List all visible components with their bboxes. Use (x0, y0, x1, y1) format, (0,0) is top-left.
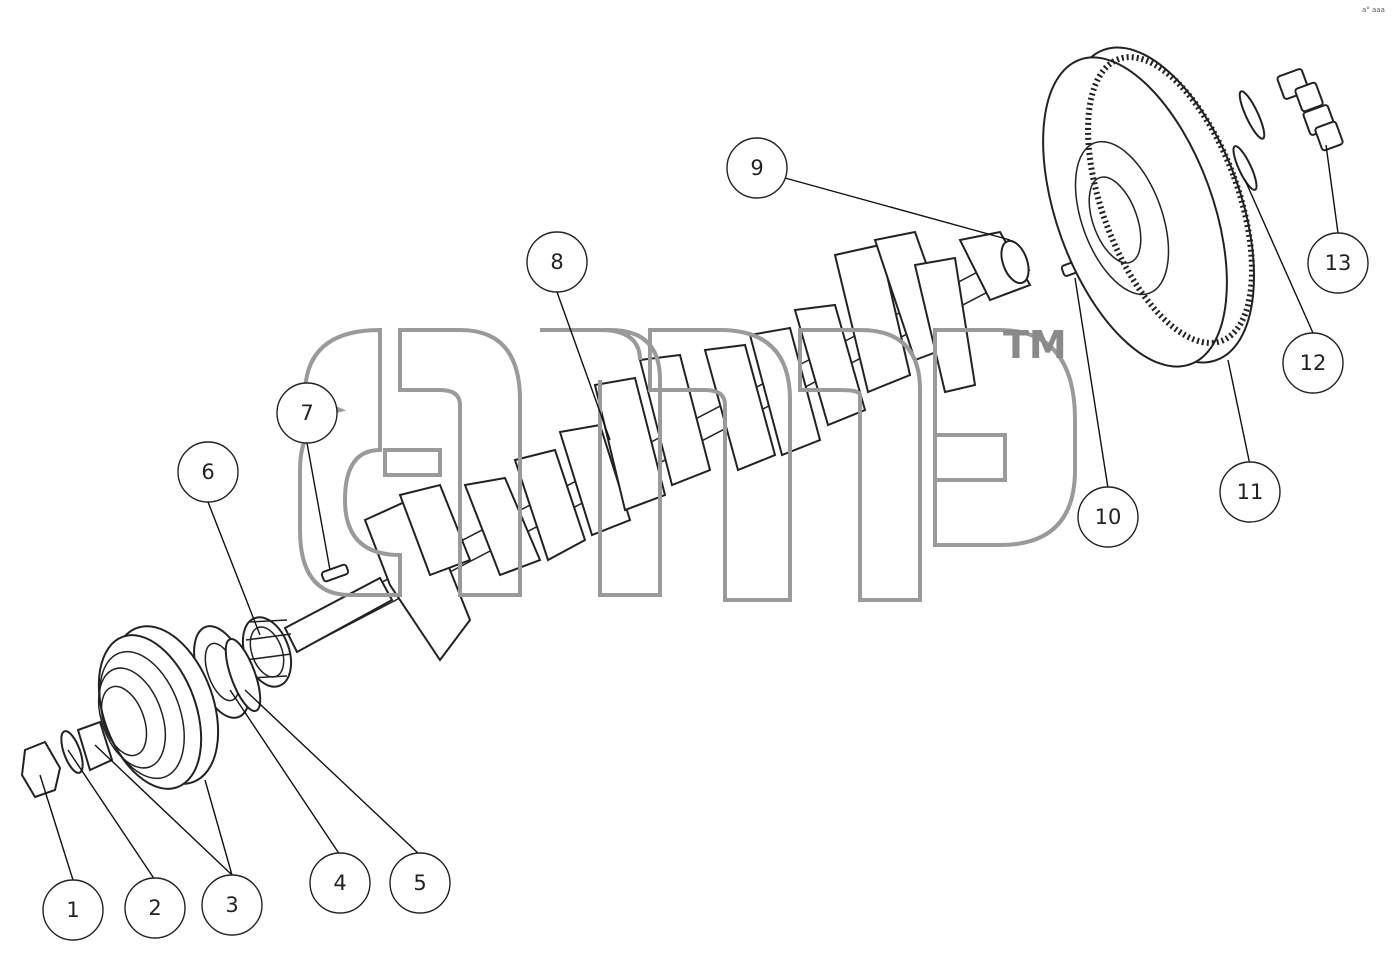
callout-11-label: 11 (1237, 480, 1264, 504)
callout-4-label: 4 (333, 871, 346, 895)
pulley-sleeve (76, 720, 114, 772)
callout-4: 4 (309, 852, 371, 914)
callout-7: 7 (276, 382, 338, 444)
callout-12: 12 (1282, 332, 1344, 394)
callout-2: 2 (124, 877, 186, 939)
callout-3-label: 3 (225, 893, 238, 917)
callout-12-label: 12 (1300, 351, 1327, 375)
callout-8-label: 8 (550, 250, 563, 274)
callout-13: 13 (1307, 232, 1369, 294)
flywheel-bolts (1276, 68, 1344, 152)
callout-1: 1 (42, 879, 104, 941)
callout-5-label: 5 (413, 871, 426, 895)
callout-7-label: 7 (300, 401, 313, 425)
key (320, 563, 350, 583)
crankshaft (283, 230, 1032, 662)
crank-pulley (97, 625, 220, 790)
callout-2-label: 2 (148, 896, 161, 920)
callout-11: 11 (1219, 461, 1281, 523)
nut (20, 740, 62, 799)
watermark-tm: TM (1003, 323, 1067, 367)
callout-3: 3 (201, 874, 263, 936)
lock-plates (1232, 90, 1266, 191)
callout-1-label: 1 (66, 898, 79, 922)
flywheel (1042, 46, 1256, 368)
corner-mark: a° aaa (1362, 6, 1385, 14)
callout-10-label: 10 (1095, 505, 1122, 529)
spacer-ring (224, 638, 262, 712)
crank-webs (398, 230, 977, 577)
callout-9-label: 9 (750, 156, 763, 180)
washer (60, 730, 84, 774)
callout-6-label: 6 (201, 460, 214, 484)
leader-lines (39, 144, 1339, 881)
callout-8: 8 (526, 231, 588, 293)
callout-10: 10 (1077, 486, 1139, 548)
callout-13-label: 13 (1325, 251, 1352, 275)
amp-watermark: TM (298, 323, 1077, 602)
callout-5: 5 (389, 852, 451, 914)
callout-9: 9 (726, 137, 788, 199)
callout-6: 6 (177, 441, 239, 503)
